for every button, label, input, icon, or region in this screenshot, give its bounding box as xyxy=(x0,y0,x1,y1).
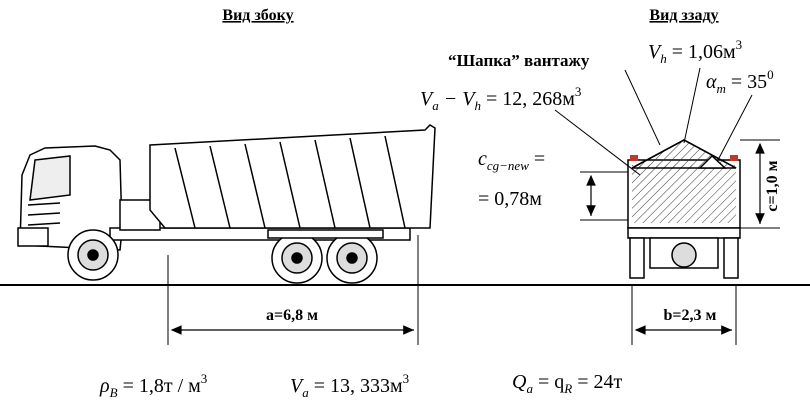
side-view-title: Вид збоку xyxy=(222,7,293,24)
cap-label: “Шапка” вантажу xyxy=(448,51,590,70)
vh-formula: Vh = 1,06м3 xyxy=(648,37,742,66)
ccg-value: = 0,78м xyxy=(478,188,542,210)
b-dimension-label: b=2,3 м xyxy=(664,307,717,324)
alpha-formula: αm = 350 xyxy=(706,67,774,96)
rear-view-title: Вид ззаду xyxy=(649,7,718,24)
va-formula: Va = 13, 333м3 xyxy=(290,371,409,400)
leader-va-vh xyxy=(554,109,641,176)
truck-side-view xyxy=(17,124,436,284)
leader-alpha xyxy=(717,94,753,161)
truck-rear-view xyxy=(627,139,741,279)
a-dimension-label: a=6,8 м xyxy=(266,307,318,324)
leader-vh xyxy=(683,67,701,144)
c-dimension-label: c=1,0 м xyxy=(764,160,781,211)
qa-formula: Qa = qR = 24т xyxy=(512,371,622,396)
rho-formula: ρB = 1,8т / м3 xyxy=(99,371,207,400)
va-minus-vh-formula: Va − Vh = 12, 268м3 xyxy=(420,84,581,113)
ccg-label: ccg−new = xyxy=(478,148,545,173)
leader-cap xyxy=(624,69,661,146)
